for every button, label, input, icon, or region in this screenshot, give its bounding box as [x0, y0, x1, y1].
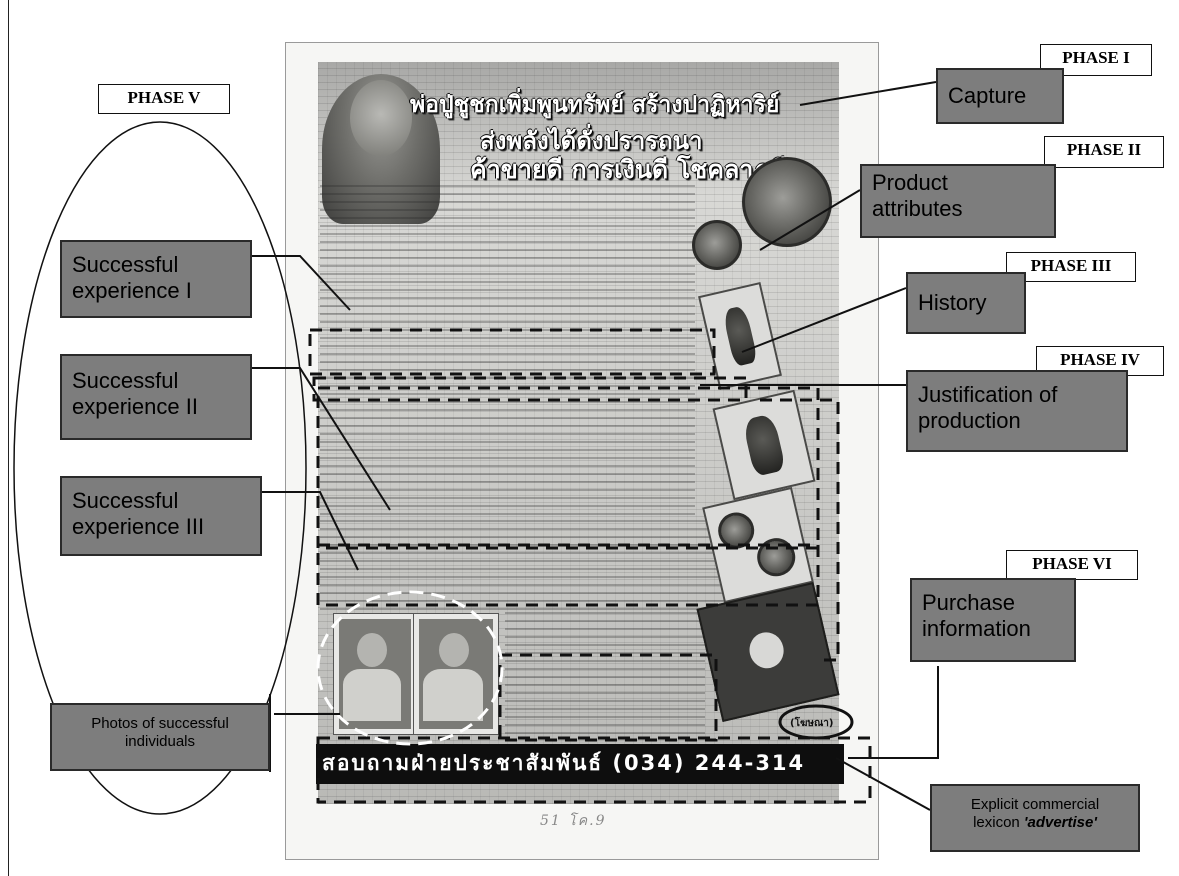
capture-connector	[799, 81, 937, 106]
person-head	[439, 633, 469, 667]
history-dash-box	[308, 328, 716, 376]
explicit-line1: Explicit commercial	[970, 796, 1100, 813]
success-3-connector	[262, 491, 359, 571]
product-dash-outline	[760, 398, 840, 662]
left-margin-rule	[8, 0, 9, 876]
photos-line2: individuals	[124, 733, 196, 750]
justification-line1: Justification of	[918, 382, 1058, 407]
product-connector	[759, 189, 861, 251]
phase-iii-tag: PHASE III	[1006, 252, 1136, 282]
purchase-connector	[848, 666, 939, 759]
monk-face	[350, 80, 412, 156]
poster-headline-3: ค้าขายดี การเงินดี โชคลาภดี	[470, 155, 787, 184]
success-2-line2: experience II	[72, 394, 198, 419]
person-head	[357, 633, 387, 667]
success-1-line1: Successful	[72, 252, 179, 277]
poster-headline-1: พ่อปู่ชูชกเพิ่มพูนทรัพย์ สร้างปาฏิหาริย์	[410, 92, 780, 118]
purchase-line1: Purchase	[922, 590, 1015, 615]
photos-dash-ellipse	[316, 590, 504, 746]
person-shirt	[423, 669, 483, 721]
justification-label: Justification of production	[906, 370, 1128, 452]
success-2-connector	[252, 367, 391, 511]
contact-bar	[316, 744, 844, 784]
explicit-lexicon-label: Explicit commercial lexicon 'advertise'	[930, 784, 1140, 852]
commercial-dash-box	[316, 736, 872, 804]
success-3-dash-box	[316, 543, 820, 607]
phase-vi-tag: PHASE VI	[1006, 550, 1138, 580]
product-attributes-label: Product attributes	[860, 164, 1056, 238]
product-attributes-line2: attributes	[872, 196, 963, 221]
person-shirt	[343, 669, 401, 721]
poster-headline-2: ส่งพลังได้ดั่งปรารถนา	[480, 127, 703, 155]
purchase-line2: information	[922, 616, 1031, 641]
advertise-ellipse	[778, 704, 854, 740]
success-3-line2: experience III	[72, 514, 205, 539]
amulet-coin-small	[692, 220, 742, 270]
justification-line2: production	[918, 408, 1021, 433]
phase-ii-tag: PHASE II	[1044, 136, 1164, 168]
history-label-text: History	[918, 290, 987, 315]
capture-label: Capture	[936, 68, 1064, 124]
capture-label-text: Capture	[948, 83, 1027, 108]
explicit-line2: lexicon 'advertise'	[938, 814, 1132, 832]
handwritten-note: 51 โค.9	[540, 813, 607, 829]
success-1-connector	[252, 255, 351, 311]
success-2-line1: Successful	[72, 368, 179, 393]
success-2-dash-box	[316, 386, 820, 550]
purchase-dash-box	[498, 653, 718, 742]
purchase-info-label: Purchase information	[910, 578, 1076, 662]
advertise-tag: (โฆษณา)	[790, 718, 834, 729]
success-photo-1	[334, 614, 416, 734]
explicit-word: 'advertise'	[1023, 814, 1097, 831]
phase-v-ellipse	[13, 121, 307, 815]
photos-line1: Photos of successful	[91, 715, 229, 732]
success-experience-2-label: Successful experience II	[60, 354, 252, 440]
phase-v-tag: PHASE V	[98, 84, 230, 114]
success-1-line2: experience I	[72, 278, 192, 303]
contact-phone-text: สอบถามฝ่ายประชาสัมพันธ์ (034) 244-314	[322, 751, 806, 775]
text-texture-block	[505, 612, 705, 737]
success-3-line1: Successful	[72, 488, 179, 513]
explicit-line2-text: lexicon	[973, 814, 1024, 831]
explicit-connector	[835, 757, 931, 811]
history-label: History	[906, 272, 1026, 334]
product-attributes-line1: Product	[872, 170, 948, 195]
text-texture-block	[320, 185, 695, 515]
history-connector	[741, 287, 907, 353]
photos-successful-label: Photos of successful individuals	[50, 703, 270, 771]
success-experience-3-label: Successful experience III	[60, 476, 262, 556]
success-experience-1-label: Successful experience I	[60, 240, 252, 318]
amulet-coin-large	[742, 157, 832, 247]
